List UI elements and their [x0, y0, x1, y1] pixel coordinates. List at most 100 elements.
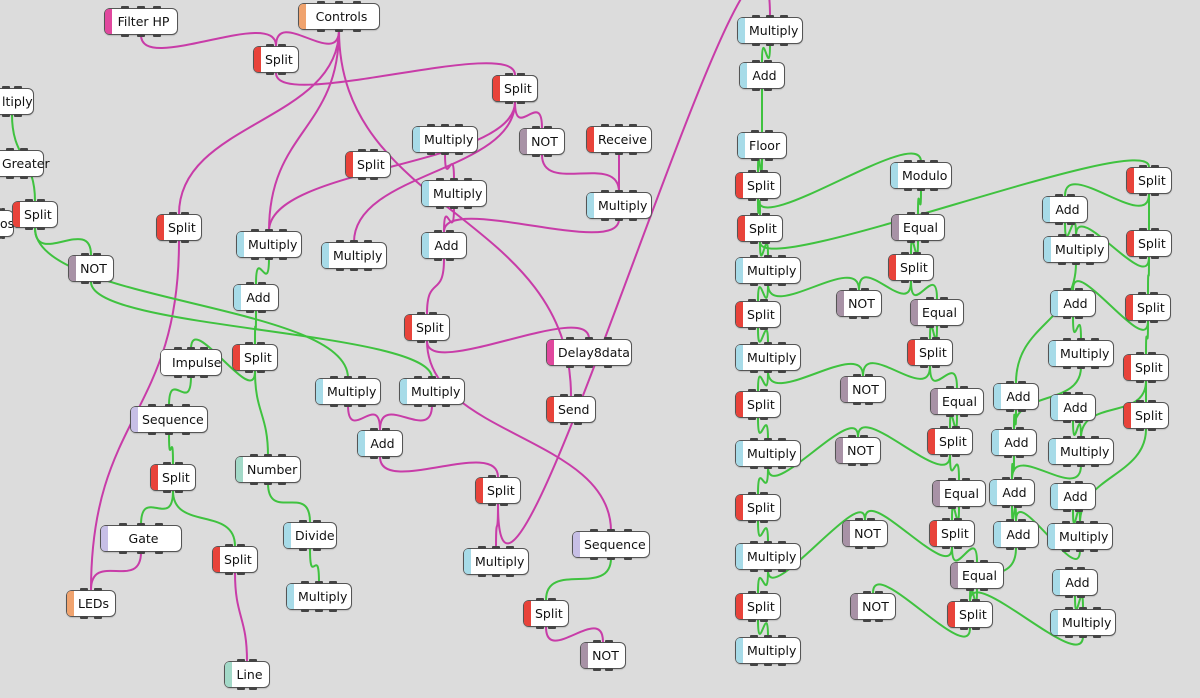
output-ports[interactable]	[430, 206, 478, 209]
outlet-port[interactable]	[764, 466, 772, 469]
inlet-port[interactable]	[264, 454, 272, 457]
outlet-port[interactable]	[778, 466, 786, 469]
inlet-port[interactable]	[921, 212, 930, 215]
node-equal1[interactable]: Equal	[891, 212, 945, 243]
node-r-mult1[interactable]: Multiply	[735, 255, 801, 286]
output-ports[interactable]	[1132, 428, 1160, 431]
output-ports[interactable]	[295, 609, 343, 612]
output-ports[interactable]	[746, 43, 794, 46]
inlet-port[interactable]	[925, 297, 934, 300]
output-ports[interactable]	[169, 375, 213, 378]
node-add2[interactable]: Add	[357, 428, 403, 459]
inlet-port[interactable]	[861, 288, 869, 291]
node-add3[interactable]: Add	[421, 230, 467, 261]
outlet-port[interactable]	[165, 432, 173, 435]
input-ports[interactable]	[859, 591, 887, 594]
wire-not2-to-mult8[interactable]	[541, 154, 620, 193]
outlet-port[interactable]	[155, 551, 163, 554]
outlet-port[interactable]	[942, 546, 950, 549]
outlet-port[interactable]	[1063, 420, 1071, 423]
node-not-r3[interactable]: NOT	[835, 435, 881, 466]
wire-add_c2-to-add_c3[interactable]	[1011, 455, 1015, 480]
inlet-port[interactable]	[455, 124, 463, 127]
input-ports[interactable]	[421, 124, 469, 127]
output-ports[interactable]	[744, 370, 792, 373]
outlet-port[interactable]	[532, 154, 540, 157]
inlet-port[interactable]	[266, 44, 274, 47]
outlet-port[interactable]	[1139, 256, 1147, 259]
outlet-port[interactable]	[764, 663, 772, 666]
node-mult5[interactable]: Multiply	[399, 376, 465, 407]
inlet-port[interactable]	[370, 428, 378, 431]
node-r-split3[interactable]: Split	[735, 299, 781, 330]
inlet-port[interactable]	[153, 6, 161, 9]
output-ports[interactable]	[165, 240, 193, 243]
input-ports[interactable]	[899, 160, 943, 163]
output-ports[interactable]	[0, 176, 35, 179]
inlet-port[interactable]	[1006, 519, 1014, 522]
outlet-port[interactable]	[93, 616, 102, 619]
outlet-port[interactable]	[148, 432, 156, 435]
output-ports[interactable]	[744, 520, 772, 523]
inlet-port[interactable]	[952, 426, 960, 429]
outlet-port[interactable]	[962, 506, 971, 509]
inlet-port[interactable]	[764, 60, 772, 63]
output-ports[interactable]	[0, 114, 25, 117]
input-ports[interactable]	[0, 148, 35, 151]
output-ports[interactable]	[1135, 256, 1163, 259]
inlet-port[interactable]	[249, 659, 257, 662]
outlet-port[interactable]	[940, 454, 948, 457]
inlet-port[interactable]	[750, 635, 758, 638]
outlet-port[interactable]	[246, 310, 254, 313]
input-ports[interactable]	[744, 438, 792, 441]
inlet-port[interactable]	[5, 148, 14, 151]
inlet-port[interactable]	[200, 347, 208, 350]
node-r-add-top[interactable]: Add	[739, 60, 785, 91]
node-add-d2[interactable]: Add	[1050, 288, 1096, 319]
inlet-port[interactable]	[517, 73, 525, 76]
outlet-port[interactable]	[137, 34, 145, 37]
outlet-port[interactable]	[863, 619, 871, 622]
inlet-port[interactable]	[560, 394, 569, 397]
node-split1[interactable]: Split	[253, 44, 299, 75]
wire-gate-to-leds[interactable]	[90, 551, 142, 591]
outlet-port[interactable]	[573, 422, 582, 425]
input-ports[interactable]	[1002, 381, 1030, 384]
input-ports[interactable]	[408, 376, 456, 379]
node-split8[interactable]: Split	[345, 149, 391, 180]
node-line[interactable]: Line	[224, 659, 270, 690]
inlet-port[interactable]	[25, 199, 33, 202]
input-ports[interactable]	[851, 518, 879, 521]
output-ports[interactable]	[941, 506, 977, 509]
inlet-port[interactable]	[119, 523, 127, 526]
node-add-c3[interactable]: Add	[989, 477, 1035, 508]
inlet-port[interactable]	[954, 518, 962, 521]
inlet-port[interactable]	[760, 492, 768, 495]
inlet-port[interactable]	[1072, 234, 1080, 237]
node-r-mult3[interactable]: Multiply	[735, 438, 801, 469]
input-ports[interactable]	[916, 337, 944, 340]
outlet-port[interactable]	[750, 663, 758, 666]
inlet-port[interactable]	[750, 255, 758, 258]
outlet-port[interactable]	[764, 158, 773, 161]
outlet-port[interactable]	[1077, 595, 1085, 598]
wire-mult8-to-add3[interactable]	[443, 217, 620, 234]
inlet-port[interactable]	[1062, 521, 1070, 524]
inlet-port[interactable]	[492, 546, 500, 549]
output-ports[interactable]	[845, 316, 873, 319]
inlet-port[interactable]	[317, 1, 325, 4]
outlet-port[interactable]	[1058, 262, 1066, 265]
wire-mult7-to-add3[interactable]	[443, 206, 455, 233]
inlet-port[interactable]	[441, 124, 449, 127]
outlet-port[interactable]	[505, 101, 513, 104]
inlet-port[interactable]	[1075, 481, 1083, 484]
inlet-port[interactable]	[848, 435, 856, 438]
inlet-port[interactable]	[121, 6, 129, 9]
outlet-port[interactable]	[917, 188, 925, 191]
inlet-port[interactable]	[1063, 338, 1071, 341]
outlet-port[interactable]	[750, 370, 758, 373]
outlet-port[interactable]	[752, 43, 760, 46]
inlet-port[interactable]	[427, 124, 435, 127]
inlet-port[interactable]	[1063, 436, 1071, 439]
input-ports[interactable]	[1051, 194, 1079, 197]
